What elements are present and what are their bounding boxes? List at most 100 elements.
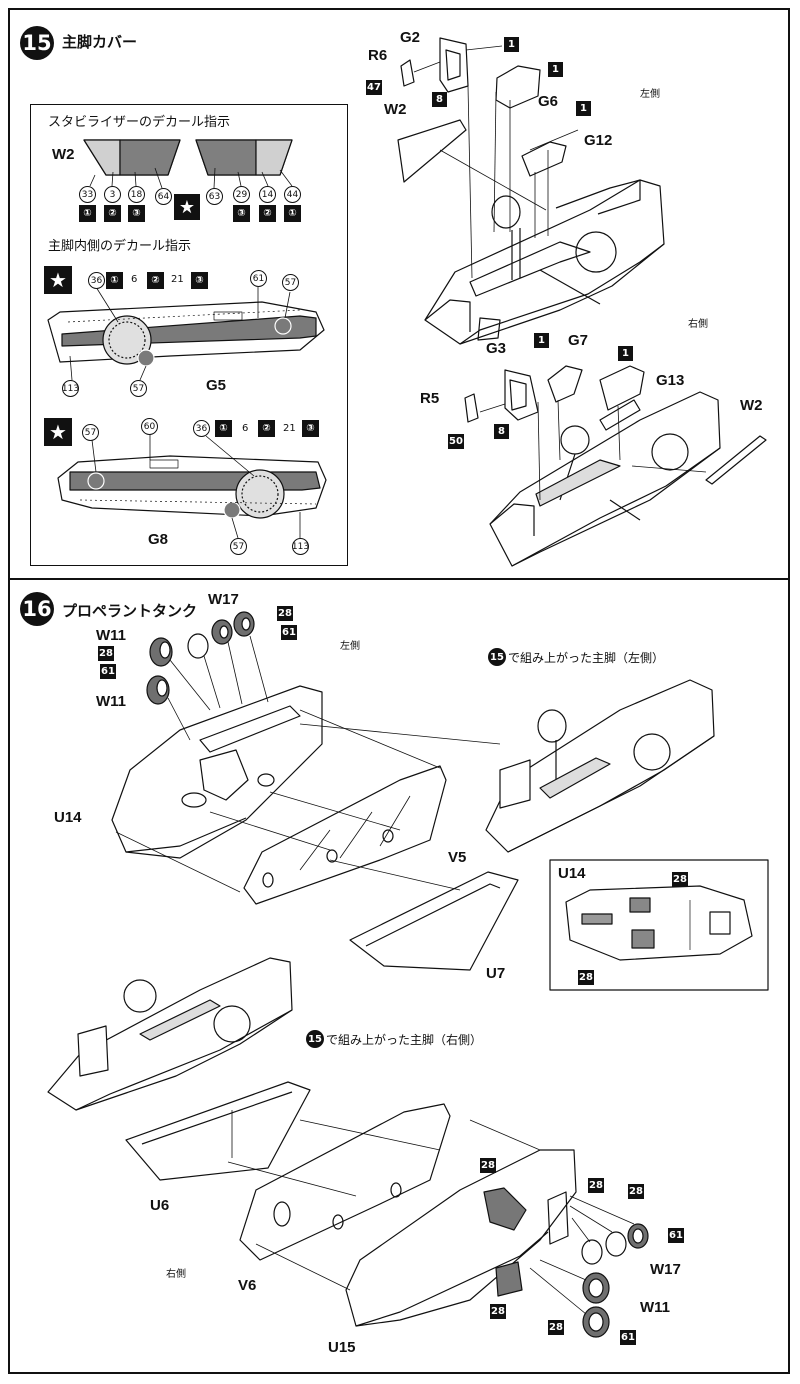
part-sprue-number: 28 <box>588 1178 604 1193</box>
w11-label: W11 <box>640 1299 671 1316</box>
w2-right-label: W2 <box>740 397 763 414</box>
w11-label: W11 <box>96 693 127 710</box>
u7-panel <box>349 871 519 971</box>
decal-sheet-3-icon: ③ <box>302 420 319 437</box>
decal-sheet-3-icon: ③ <box>233 205 250 222</box>
w17-parts-right <box>581 1223 649 1265</box>
g3-part <box>504 369 539 421</box>
step-15-ref-left: 15 で組み上がった主脚（左側） <box>488 648 664 666</box>
decal-number: 113 <box>62 380 79 397</box>
decal-number: 113 <box>292 538 309 555</box>
decal-number: 36 <box>193 420 210 437</box>
step-ref-text: で組み上がった主脚（右側） <box>326 1032 483 1047</box>
part-sprue-number: 28 <box>98 646 114 661</box>
part-sprue-number: 50 <box>448 434 464 449</box>
r5-part <box>464 393 479 423</box>
step-ref-number: 15 <box>488 648 506 666</box>
star-decal-icon: ★ <box>174 194 200 220</box>
g2-part <box>439 37 469 93</box>
u14-label: U14 <box>54 809 82 826</box>
decal-number: 14 <box>259 186 276 203</box>
g8-label: G8 <box>148 531 169 548</box>
step-ref-number: 15 <box>306 1030 324 1048</box>
decal-number: 18 <box>128 186 145 203</box>
part-sprue-number: 28 <box>490 1304 506 1319</box>
part-sprue-number: 1 <box>618 346 633 361</box>
part-sprue-number: 1 <box>534 333 549 348</box>
decal-number: 6 <box>131 274 138 285</box>
w11-label: W11 <box>96 627 127 644</box>
part-sprue-number: 1 <box>504 37 519 52</box>
u15-shell <box>345 1149 577 1327</box>
u6-label: U6 <box>150 1197 170 1214</box>
w17-label: W17 <box>208 591 239 608</box>
decal-sheet-1-icon: ① <box>79 205 96 222</box>
part-sprue-number: 28 <box>578 970 594 985</box>
decal-number: 57 <box>82 424 99 441</box>
step-ref-text: で組み上がった主脚（左側） <box>508 650 665 665</box>
step-15-ref-right: 15 で組み上がった主脚（右側） <box>306 1030 482 1048</box>
u7-label: U7 <box>486 965 506 982</box>
decal-instruction-box <box>30 104 348 566</box>
decal-number: 57 <box>282 274 299 291</box>
stabilizer-part-label: W2 <box>52 146 75 163</box>
part-sprue-number: 61 <box>668 1228 684 1243</box>
step-15-number: 15 <box>20 26 54 60</box>
v6-panel <box>239 1103 451 1261</box>
part-sprue-number: 28 <box>548 1320 564 1335</box>
g6-label: G6 <box>538 93 559 110</box>
u14-inset <box>549 859 769 991</box>
part-sprue-number: 8 <box>432 92 447 107</box>
decal-number: 33 <box>79 186 96 203</box>
g6-part <box>495 65 541 109</box>
decal-number: 21 <box>171 274 184 285</box>
u6-panel <box>125 1081 311 1181</box>
g12-label: G12 <box>584 132 613 149</box>
part-sprue-number: 28 <box>277 606 293 621</box>
step-15-left-side: 左側 <box>640 89 660 100</box>
decal-sheet-2-icon: ② <box>258 420 275 437</box>
part-sprue-number: 28 <box>628 1184 644 1199</box>
decal-number: 63 <box>206 188 223 205</box>
w11-parts-right <box>582 1272 610 1338</box>
u14-shell <box>111 685 323 859</box>
page-frame <box>8 8 790 1374</box>
g13-part <box>599 365 645 411</box>
part-sprue-number: 1 <box>576 101 591 116</box>
g5-cover <box>47 301 325 367</box>
decal-sheet-2-icon: ② <box>259 205 276 222</box>
decal-sheet-3-icon: ③ <box>128 205 145 222</box>
r6-label: R6 <box>368 47 388 64</box>
part-sprue-number: 61 <box>100 664 116 679</box>
r5-label: R5 <box>420 390 440 407</box>
star-decal-icon: ★ <box>44 418 72 446</box>
step-16-number: 16 <box>20 592 54 626</box>
decal-sheet-1-icon: ① <box>106 272 123 289</box>
left-gear-ref-16 <box>485 679 715 853</box>
decal-sheet-1-icon: ① <box>284 205 301 222</box>
decal-sheet-1-icon: ① <box>215 420 232 437</box>
g2-label: G2 <box>400 29 421 46</box>
decal-number: 61 <box>250 270 267 287</box>
right-gear-assembly-15 <box>489 391 721 567</box>
step-16-left-side: 左側 <box>340 641 360 652</box>
step-16-title: プロペラントタンク <box>62 602 198 620</box>
w11-parts <box>146 637 173 705</box>
u15-label: U15 <box>328 1339 356 1356</box>
w2-right <box>705 435 767 485</box>
v5-label: V5 <box>448 849 467 866</box>
g8-cover <box>57 455 327 519</box>
w17-parts <box>187 611 255 659</box>
u14-inset-label: U14 <box>558 865 586 882</box>
step-16-right-side: 右側 <box>166 1269 186 1280</box>
decal-number: 57 <box>230 538 247 555</box>
stabilizer-decal-right <box>195 139 293 176</box>
decal-number: 29 <box>233 186 250 203</box>
decal-number: 36 <box>88 272 105 289</box>
right-gear-ref-16 <box>47 957 293 1111</box>
w2-left-label: W2 <box>384 101 407 118</box>
decal-sheet-3-icon: ③ <box>191 272 208 289</box>
decal-sheet-2-icon: ② <box>104 205 121 222</box>
g7-label: G7 <box>568 332 589 349</box>
